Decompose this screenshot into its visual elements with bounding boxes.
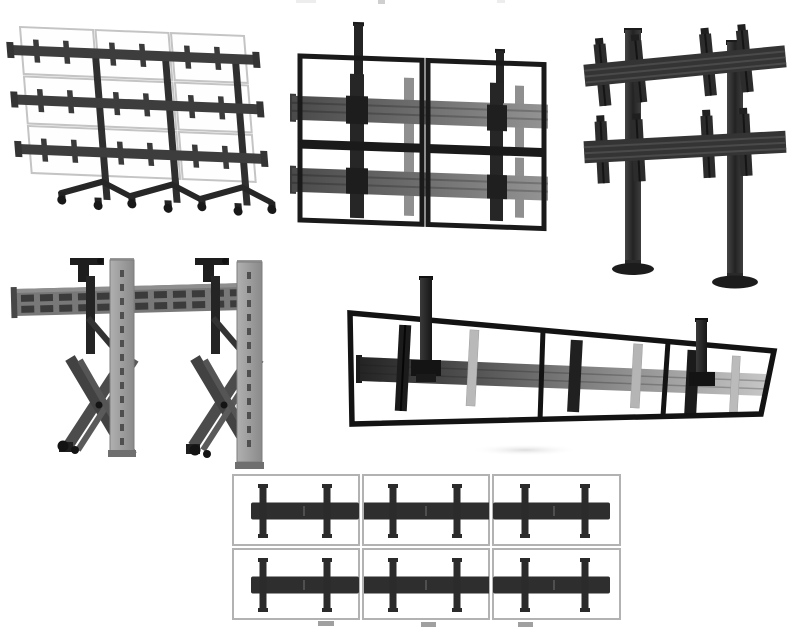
mounting-rail-lower	[583, 107, 787, 184]
scissor-arms	[57, 350, 264, 458]
menu-board-grid-2x3-image	[232, 474, 621, 627]
product-image-pop-out-wall-mount	[8, 248, 278, 470]
bolt-down-stand-2x2-image	[583, 24, 787, 289]
screen-frames	[297, 53, 547, 232]
mounting-rail-upper	[583, 24, 787, 107]
pop-out-wall-mount-image	[10, 258, 264, 469]
ceiling-wall-2x2-image	[290, 21, 548, 232]
cropped-edge-artifact	[378, 0, 385, 4]
mounting-rails	[6, 39, 269, 169]
vesa-brackets	[394, 324, 741, 415]
mounting-rails-row-1	[251, 484, 610, 538]
ceiling-poles	[411, 276, 715, 386]
mounting-rails-row-2	[251, 558, 610, 612]
screen-frame-outline	[347, 309, 778, 427]
product-image-menu-board-grid-2x3	[226, 468, 628, 640]
menu-board-1x3-image	[347, 276, 778, 456]
display-panel-grid	[232, 474, 621, 620]
mobile-cart-3x3-image	[6, 25, 277, 216]
vesa-rails	[108, 258, 264, 469]
bottom-tabs	[318, 621, 533, 627]
caster-bases	[57, 178, 277, 216]
cropped-edge-artifact	[296, 0, 316, 3]
floor-shadow	[470, 444, 580, 456]
cropped-edge-artifact	[497, 0, 505, 3]
product-image-mobile-cart-3x3	[0, 0, 295, 255]
product-image-menu-board-1x3	[338, 268, 790, 460]
floor-base-plates	[612, 260, 758, 289]
product-image-ceiling-wall-2x2	[288, 20, 563, 240]
product-image-bolt-down-stand-2x2	[575, 16, 800, 294]
cart-upright-poles	[92, 55, 251, 206]
